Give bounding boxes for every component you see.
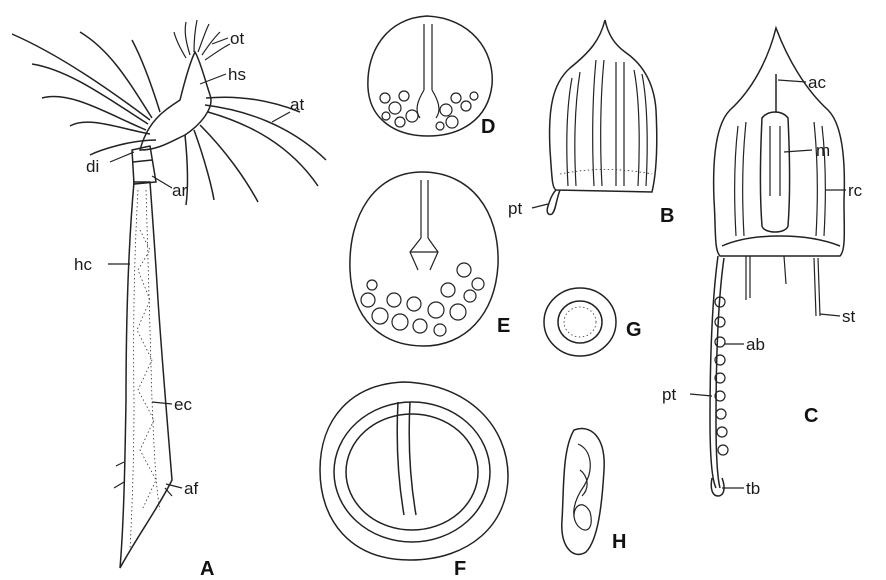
stomach-c: [770, 126, 780, 196]
central-canal-d: [417, 24, 439, 118]
coil-inner-f: [346, 414, 478, 530]
panel-h-larva: H: [562, 429, 627, 555]
coil-cross-f: [397, 402, 416, 515]
cilia-ring-g: [564, 307, 596, 337]
panel-g-ring: G: [544, 288, 642, 356]
label-m: m: [816, 141, 830, 160]
panel-b-medusa: pt B: [508, 20, 674, 227]
label-st: st: [842, 307, 856, 326]
short-tentacles-c: [746, 256, 820, 316]
panel-letter-b: B: [660, 205, 674, 227]
label-ac: ac: [808, 73, 826, 92]
endoderm-network: [137, 230, 156, 510]
tentacle-stub-b: [547, 190, 560, 215]
bell-outline-b: [550, 20, 657, 192]
label-ab: ab: [746, 335, 765, 354]
label-hc: hc: [74, 255, 92, 274]
panel-letter-g: G: [626, 319, 642, 341]
leader-pt-b: [532, 204, 548, 208]
leader-at: [272, 112, 290, 122]
manubrium-c: [761, 112, 790, 232]
label-at: at: [290, 95, 304, 114]
label-ec: ec: [174, 395, 192, 414]
panel-c-medusa: ac m rc st ab pt tb C: [662, 28, 863, 498]
leader-ec: [152, 402, 172, 404]
panel-letter-d: D: [481, 116, 495, 138]
hydrocaulus-outline: [120, 182, 172, 568]
panel-letter-c: C: [804, 405, 818, 427]
label-di: di: [86, 157, 99, 176]
leader-pt-c: [690, 394, 712, 396]
label-tb: tb: [746, 479, 760, 498]
leader-st: [820, 314, 840, 316]
label-hs: hs: [228, 65, 246, 84]
velum-c: [722, 236, 840, 246]
coil-outer-f: [334, 402, 490, 542]
panel-letter-f: F: [454, 558, 466, 580]
panel-letter-e: E: [497, 315, 510, 337]
egg-capsule-f: [320, 382, 508, 560]
label-ot: ot: [230, 29, 244, 48]
anchoring-filament: [114, 462, 172, 496]
annular-ring: [132, 146, 156, 184]
egg-capsule-d: [368, 16, 492, 136]
radial-canals-b: [567, 60, 647, 186]
panel-f-coiled: F: [320, 382, 508, 580]
panel-e-egg: E: [350, 172, 510, 346]
yolk-cells-d: [380, 91, 478, 130]
outer-ring-g: [544, 288, 616, 356]
label-pt-c: pt: [662, 385, 676, 404]
leader-m: [784, 150, 812, 152]
ectoderm-canal: [130, 190, 160, 550]
yolk-cells-e: [361, 263, 484, 336]
panel-a-polyp: ot hs at di ar hc ec af A: [12, 20, 326, 580]
label-ar: ar: [172, 181, 187, 200]
panel-letter-h: H: [612, 531, 626, 553]
panel-letter-a: A: [200, 558, 214, 580]
label-rc: rc: [848, 181, 863, 200]
label-pt-b: pt: [508, 199, 522, 218]
label-af: af: [184, 479, 198, 498]
central-canal-e: [410, 180, 438, 270]
panel-d-egg: D: [368, 16, 496, 138]
leader-di: [110, 152, 134, 162]
coil-h: [574, 444, 592, 530]
hydranth-body: [140, 52, 211, 150]
